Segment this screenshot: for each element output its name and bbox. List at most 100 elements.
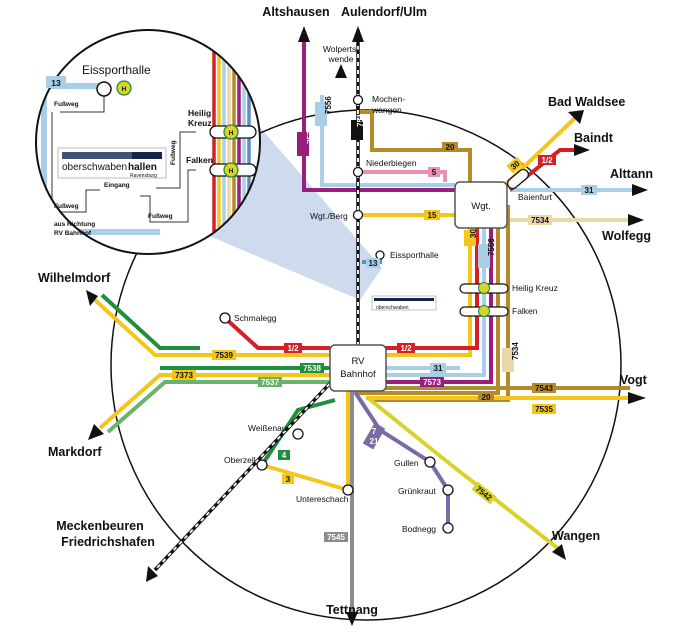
badge-7: 7	[372, 427, 377, 436]
railway	[153, 30, 360, 572]
stop-mochenwangen-label-2: wangen	[371, 105, 402, 115]
badge-7539: 7539	[215, 351, 233, 360]
badge-7534: 7534	[531, 216, 549, 225]
arrow-baindt	[574, 144, 590, 156]
arrow-alttann	[632, 184, 648, 196]
stop-schmalegg-label: Schmalegg	[234, 313, 277, 323]
inset-fussweg-2: Fußweg	[54, 203, 79, 210]
stop-baienfurt-dot[interactable]	[506, 167, 531, 190]
badge-20: 20	[446, 143, 455, 152]
arrow-meckenbeuren	[146, 566, 158, 582]
stop-gruenkraut-dot[interactable]	[442, 484, 454, 496]
hub-rv-label-1: RV	[351, 356, 365, 367]
inset-line-13	[41, 83, 160, 235]
inset-heilig-label-2: Kreuz	[188, 118, 212, 128]
stop-falken-label: Falken	[512, 306, 538, 316]
line-12	[385, 228, 479, 350]
halt-heilig-kreuz-icon	[478, 282, 490, 294]
badge-7538: 7538	[303, 364, 321, 373]
dir-wolfegg: Wolfegg	[602, 229, 651, 243]
stop-untereschach-label: Untereschach	[296, 494, 349, 504]
line-7539-b	[100, 293, 200, 350]
stop-wgt-berg-dot[interactable]	[352, 209, 364, 221]
badge-20-b: 20	[482, 393, 491, 402]
mini-hall-label: oberschwaben	[376, 305, 409, 311]
stop-oberzell-dot[interactable]	[256, 459, 268, 471]
stop-eissporthalle-dot[interactable]	[375, 250, 385, 260]
dir-wilhelmdorf: Wilhelmdorf	[38, 271, 111, 285]
stop-niederbiegen-dot[interactable]	[352, 166, 364, 178]
stop-wolpertswende-label-1: Wolperts-	[323, 44, 359, 54]
stop-heilig-kreuz-label: Heilig Kreuz	[512, 283, 558, 293]
badge-7545: 7545	[327, 533, 345, 542]
stop-schmalegg-dot[interactable]	[219, 312, 231, 324]
hub-wgt-label: Wgt.	[471, 201, 491, 212]
inset-halt-heilig-kreuz-h: H	[229, 130, 234, 137]
line-12-w	[223, 316, 330, 350]
inset-hall-sub: Ravensburg	[130, 173, 157, 179]
line-7373	[98, 373, 330, 430]
stop-gullen-dot[interactable]	[424, 456, 436, 468]
inset-stop-eissporthalle-dot[interactable]	[96, 81, 112, 97]
hub-wgt[interactable]	[454, 181, 508, 229]
inset-hall-name-2: hallen	[128, 162, 157, 173]
line-7573	[302, 40, 455, 192]
badge-12-w: 1/2	[287, 344, 299, 353]
arrow-wolfegg	[628, 214, 644, 226]
line-7542	[366, 396, 562, 552]
badge-31: 31	[585, 186, 594, 195]
badge-30: 30	[469, 229, 478, 238]
inset-stop-eissporthalle-label: Eissporthalle	[82, 63, 151, 77]
badge-3: 3	[286, 475, 291, 484]
inset-fussweg-3: Fußweg	[148, 213, 173, 220]
line-7556-b	[385, 228, 486, 377]
inset-fussweg-4: Fußweg	[170, 140, 177, 165]
dir-tettnang: Tettnang	[326, 603, 378, 617]
stop-niederbiegen-label: Niederbiegen	[366, 158, 417, 168]
inset-hall-name-1: oberschwaben	[62, 162, 127, 173]
badge-7556-b: 7556	[487, 238, 496, 256]
badge-7373: 7373	[175, 371, 193, 380]
inset-fussweg-1: Fußweg	[54, 101, 79, 108]
badge-21: 21	[370, 437, 379, 446]
dir-bad-waldsee: Bad Waldsee	[548, 95, 625, 109]
stop-weissenau-dot[interactable]	[292, 428, 304, 440]
inset-halt-eissporthalle-h: H	[122, 86, 127, 93]
inset-from-1: aus Richtung	[54, 221, 95, 228]
stop-mochenwangen-label-1: Mochen-	[372, 94, 405, 104]
inset-halt-falken-icon	[223, 162, 239, 178]
badge-13: 13	[369, 259, 378, 268]
dir-baindt: Baindt	[574, 131, 614, 145]
line-4	[260, 398, 336, 467]
badge-12-e: 1/2	[400, 344, 412, 353]
stop-mochenwangen-dot[interactable]	[352, 94, 364, 106]
hub-rv-label-2: Bahnhof	[340, 369, 376, 380]
stop-wgt-berg-label: Wgt./Berg	[310, 211, 348, 221]
stop-bodnegg-dot[interactable]	[442, 522, 454, 534]
stop-eissporthalle-label: Eissporthalle	[390, 250, 439, 260]
stop-gullen-label: Gullen	[394, 458, 419, 468]
line-5	[358, 170, 447, 182]
badge-7537: 7537	[261, 378, 279, 387]
badge-7573: 7573	[306, 126, 315, 144]
badge-7535: 7535	[535, 405, 553, 414]
badge-7534-b: 7534	[511, 342, 520, 360]
inset-halt-falken-h: H	[229, 168, 234, 175]
stop-bodnegg-label: Bodnegg	[402, 524, 436, 534]
badge-15: 15	[428, 211, 437, 220]
arrow-bad-waldsee	[568, 110, 584, 124]
arrow-altshausen	[298, 26, 310, 42]
inset-eingang-label: Eingang	[104, 182, 130, 189]
arrow-wolpertswende	[335, 64, 347, 78]
badge-5: 5	[432, 168, 437, 177]
arrow-tettnang	[346, 612, 358, 626]
inset-badge-13: 13	[51, 78, 61, 88]
stop-gruenkraut-label: Grünkraut	[398, 486, 436, 496]
hub-rv-bahnhof[interactable]	[329, 344, 387, 392]
stop-weissenau-label: Weißenau	[248, 423, 287, 433]
stop-untereschach-dot[interactable]	[342, 484, 354, 496]
inset-heilig-label-1: Heilig	[188, 108, 211, 118]
line-7539	[93, 298, 330, 357]
dir-alttann: Alttann	[610, 167, 653, 181]
dir-aulendorf: Aulendorf/Ulm	[341, 5, 427, 19]
